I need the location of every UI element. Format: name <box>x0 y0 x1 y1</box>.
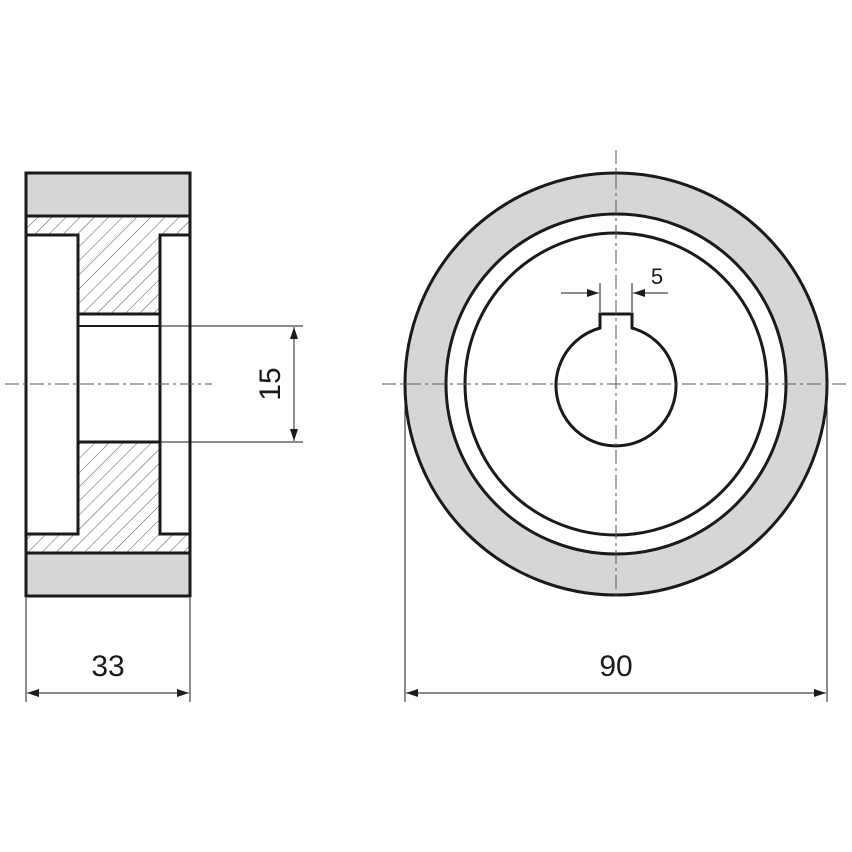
front-view <box>382 150 846 597</box>
dimension-keyway: 5 <box>561 264 668 312</box>
dimension-diameter-label: 90 <box>599 650 632 683</box>
side-tire-top <box>26 173 190 216</box>
side-inner-lines <box>26 214 190 555</box>
dimension-diameter: 90 <box>404 390 828 702</box>
dimension-bore: 15 <box>160 325 303 443</box>
dimension-width: 33 <box>25 598 191 702</box>
dimension-width-label: 33 <box>91 650 124 683</box>
dimension-bore-label: 15 <box>254 367 287 400</box>
side-section-view <box>5 171 212 598</box>
side-hub-hatching <box>26 216 190 553</box>
side-tire-bottom <box>26 553 190 596</box>
dimension-keyway-label: 5 <box>651 264 663 289</box>
